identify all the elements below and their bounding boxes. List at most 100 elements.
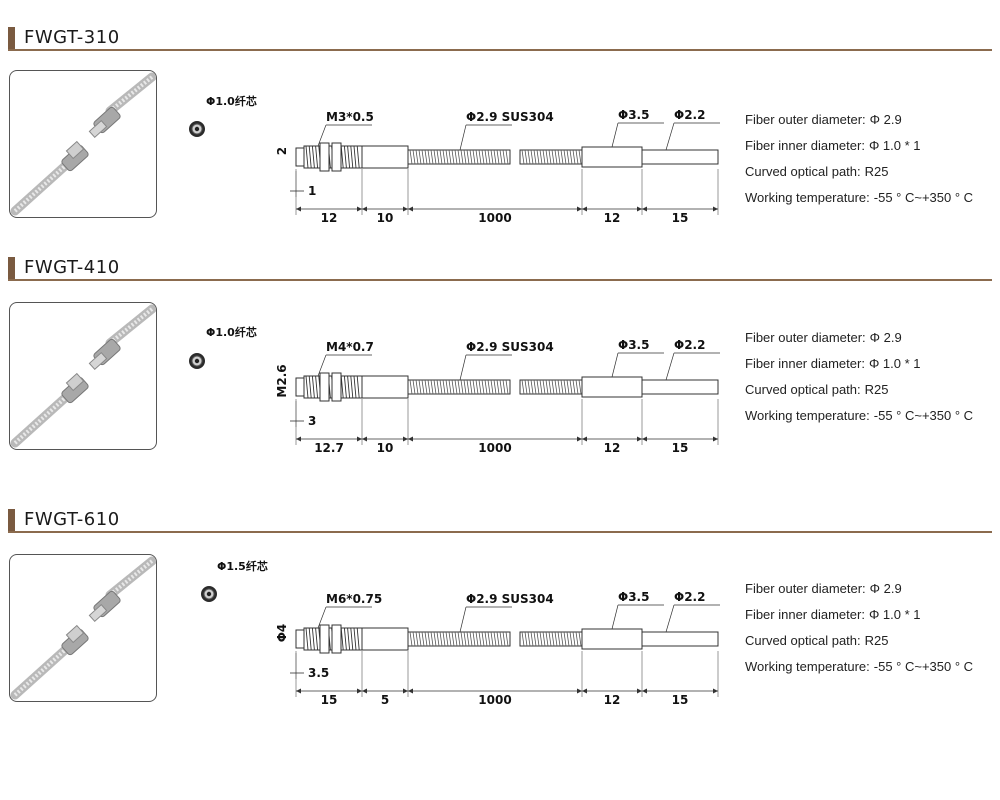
thread-label: M4*0.7 <box>326 340 374 354</box>
spec-curved-path: Curved optical path:R25 <box>745 164 889 179</box>
connector-photo <box>10 304 156 448</box>
spec-curved-path: Curved optical path:R25 <box>745 633 889 648</box>
tip-diameter-label: Φ2.2 <box>674 108 705 122</box>
dimension-label: 12.7 <box>314 441 344 455</box>
sleeve <box>361 375 409 399</box>
fiber-core-label: Φ1.5纤芯 <box>217 560 268 573</box>
fiber-end-icon <box>189 121 205 137</box>
threaded-head <box>295 624 363 654</box>
dimension-label: 10 <box>377 441 394 455</box>
dimension-label: 15 <box>672 211 689 225</box>
title-marker <box>8 257 15 279</box>
thread-side-dimension: M2.6 <box>275 364 289 397</box>
spec-working-temperature: Working temperature:-55 ° C~+350 ° C <box>745 190 974 205</box>
spec-list: Fiber outer diameter:Φ 2.9 Fiber inner d… <box>745 325 995 429</box>
dimension-label: 15 <box>672 693 689 707</box>
thread-side-dimension: 2 <box>275 147 289 155</box>
tube-label: Φ2.9 SUS304 <box>466 592 554 606</box>
sleeve <box>361 627 409 651</box>
thread-label: M3*0.5 <box>326 110 374 124</box>
fiber-end-icon <box>201 586 217 602</box>
product-photo <box>9 302 157 450</box>
step-dimension: 1 <box>308 184 316 198</box>
connector-photo <box>10 556 156 700</box>
dimension-label: 12 <box>604 441 621 455</box>
spec-outer-diameter: Fiber outer diameter:Φ 2.9 <box>745 581 902 596</box>
step-dimension: 3 <box>308 414 316 428</box>
spec-outer-diameter: Fiber outer diameter:Φ 2.9 <box>745 112 902 127</box>
dimension-drawing: 12.7 10 1000 12 15 3 M2.6 M4*0.7 Φ2.9 SUS304 Φ3.5… <box>270 312 730 466</box>
sleeve-diameter-label: Φ3.5 <box>618 338 649 352</box>
nut <box>331 624 342 654</box>
sleeve <box>581 628 643 650</box>
sleeve <box>361 145 409 169</box>
fiber-core-icon <box>188 352 206 374</box>
stainless-tube <box>407 379 583 395</box>
thread-side-dimension: Φ4 <box>275 624 289 643</box>
fiber-core-icon <box>188 120 206 142</box>
nut <box>319 624 330 654</box>
spec-inner-diameter: Fiber inner diameter:Φ 1.0 * 1 <box>745 607 921 622</box>
section-title-bar: FWGT-310 <box>8 27 992 51</box>
model-title: FWGT-610 <box>24 509 120 530</box>
dimension-label: 1000 <box>478 693 511 707</box>
dimension-drawing: 15 5 1000 12 15 3.5 Φ4 M6*0.75 Φ2.9 SUS304 Φ3.5 Φ2… <box>270 564 730 718</box>
spec-working-temperature: Working temperature:-55 ° C~+350 ° C <box>745 408 974 423</box>
spec-inner-diameter: Fiber inner diameter:Φ 1.0 * 1 <box>745 356 921 371</box>
stainless-tube <box>407 631 583 647</box>
step-dimension: 3.5 <box>308 666 329 680</box>
dimension-label: 1000 <box>478 441 511 455</box>
spec-outer-diameter: Fiber outer diameter:Φ 2.9 <box>745 330 902 345</box>
nut <box>331 372 342 402</box>
thread-label: M6*0.75 <box>326 592 382 606</box>
probe-tip <box>641 631 719 647</box>
fiber-core-icon <box>200 585 218 607</box>
section-title-bar: FWGT-610 <box>8 509 992 533</box>
sleeve <box>581 376 643 398</box>
stainless-tube <box>407 149 583 165</box>
threaded-head <box>295 372 363 402</box>
spec-list: Fiber outer diameter:Φ 2.9 Fiber inner d… <box>745 107 995 211</box>
dimension-label: 15 <box>321 693 338 707</box>
nut <box>331 142 342 172</box>
spec-list: Fiber outer diameter:Φ 2.9 Fiber inner d… <box>745 576 995 680</box>
fiber-core-label: Φ1.0纤芯 <box>206 326 257 339</box>
fiber-core-label: Φ1.0纤芯 <box>206 95 257 108</box>
dimension-label: 5 <box>381 693 389 707</box>
tube-label: Φ2.9 SUS304 <box>466 340 554 354</box>
sleeve-diameter-label: Φ3.5 <box>618 590 649 604</box>
tip-diameter-label: Φ2.2 <box>674 338 705 352</box>
dimension-label: 15 <box>672 441 689 455</box>
threaded-head <box>295 142 363 172</box>
probe-tip <box>641 379 719 395</box>
connector-photo <box>10 72 156 216</box>
product-section-2: FWGT-410 Φ1.0纤芯 12.7 10 1000 12 15 3 M2.6 M4*0.… <box>0 257 1000 492</box>
section-title-bar: FWGT-410 <box>8 257 992 281</box>
fiber-end-icon <box>189 353 205 369</box>
dimension-label: 12 <box>604 693 621 707</box>
product-photo <box>9 554 157 702</box>
spec-inner-diameter: Fiber inner diameter:Φ 1.0 * 1 <box>745 138 921 153</box>
spec-curved-path: Curved optical path:R25 <box>745 382 889 397</box>
sleeve <box>581 146 643 168</box>
title-marker <box>8 27 15 49</box>
tube-label: Φ2.9 SUS304 <box>466 110 554 124</box>
probe-tip <box>641 149 719 165</box>
fiber-drawing-svg: 15 5 1000 12 15 3.5 Φ4 M6*0.75 Φ2.9 SUS304 Φ3.5 Φ2… <box>275 590 720 707</box>
nut <box>319 142 330 172</box>
sleeve-diameter-label: Φ3.5 <box>618 108 649 122</box>
dimension-label: 1000 <box>478 211 511 225</box>
fiber-drawing-svg: 12.7 10 1000 12 15 3 M2.6 M4*0.7 Φ2.9 SUS304 Φ3.5… <box>275 338 720 455</box>
dimension-label: 10 <box>377 211 394 225</box>
model-title: FWGT-310 <box>24 27 120 48</box>
spec-working-temperature: Working temperature:-55 ° C~+350 ° C <box>745 659 974 674</box>
dimension-label: 12 <box>604 211 621 225</box>
dimension-label: 12 <box>321 211 338 225</box>
title-marker <box>8 509 15 531</box>
product-photo <box>9 70 157 218</box>
tip-diameter-label: Φ2.2 <box>674 590 705 604</box>
product-section-3: FWGT-610 Φ1.5纤芯 15 5 1000 12 15 3.5 Φ4 M6*0.75 Φ… <box>0 509 1000 744</box>
